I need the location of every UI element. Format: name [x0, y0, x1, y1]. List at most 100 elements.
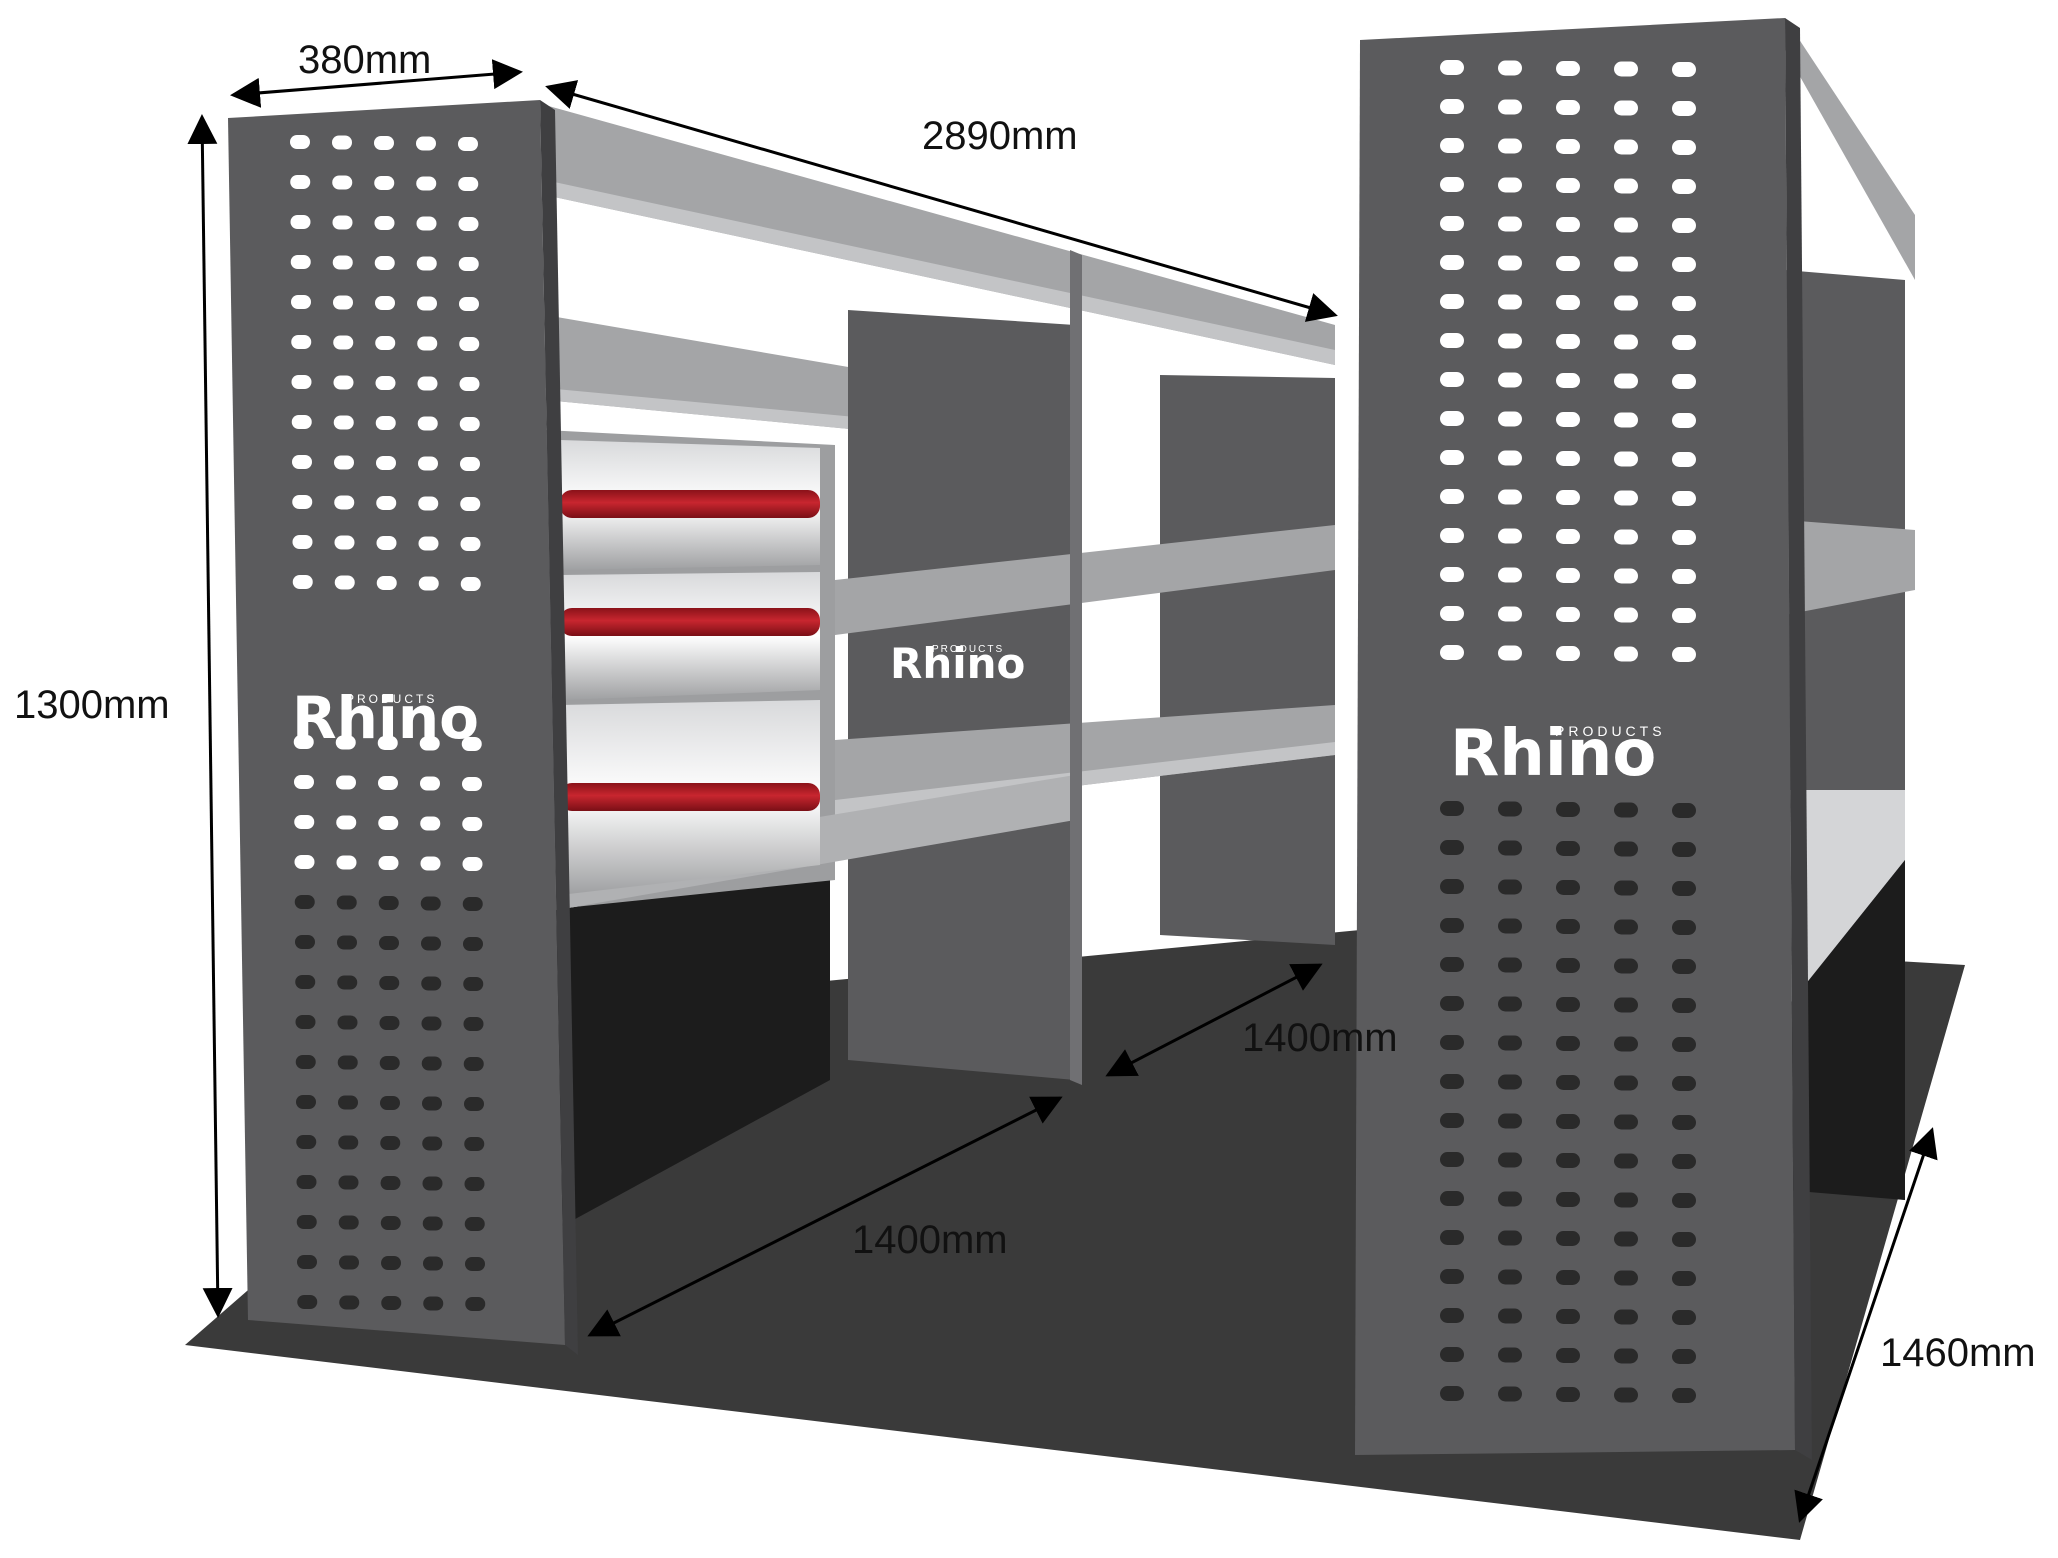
perforation-hole	[1498, 1386, 1522, 1402]
perforation-hole	[1498, 1230, 1522, 1246]
perforation-hole	[374, 256, 395, 270]
perforation-hole	[334, 455, 354, 470]
shelf-divider-post	[1070, 250, 1082, 1085]
perforation-hole	[1614, 919, 1638, 935]
perforation-hole	[1672, 179, 1696, 194]
perforation-hole	[1498, 645, 1522, 661]
perforation-hole	[334, 495, 355, 510]
perforation-hole	[1556, 373, 1580, 388]
perforation-hole	[461, 737, 482, 751]
perforation-hole	[1498, 957, 1522, 973]
perforation-hole	[1440, 1035, 1464, 1050]
perforation-hole	[1556, 802, 1580, 817]
perforation-hole	[1498, 372, 1522, 388]
perforation-hole	[1440, 177, 1464, 192]
perforation-hole	[1498, 1269, 1522, 1285]
perforation-hole	[462, 857, 483, 871]
perforation-hole	[1440, 840, 1464, 855]
perforation-hole	[1672, 218, 1696, 233]
perforation-hole	[1614, 802, 1638, 818]
perforation-hole	[1556, 568, 1580, 583]
perforation-hole	[1498, 606, 1522, 622]
drawer-handle-middle	[560, 608, 820, 636]
perforation-hole	[290, 255, 311, 269]
perforation-hole	[1440, 1386, 1464, 1401]
perforation-hole	[292, 495, 313, 509]
perforation-hole	[1672, 1271, 1696, 1286]
perforation-hole	[334, 575, 355, 590]
perforation-hole	[1672, 452, 1696, 467]
perforation-hole	[1672, 1154, 1696, 1169]
perforation-hole	[1440, 645, 1464, 660]
dim-label-aisle-rear: 1400mm	[1242, 1016, 1398, 1060]
perforation-hole	[1556, 997, 1580, 1012]
perforation-hole	[1556, 490, 1580, 505]
perforation-hole	[381, 1296, 402, 1310]
perforation-hole	[1440, 1074, 1464, 1089]
perforation-hole	[1614, 490, 1638, 506]
perforation-hole	[459, 377, 480, 391]
perforation-hole	[338, 1215, 359, 1230]
perforation-hole	[378, 816, 399, 830]
perforation-hole	[294, 895, 315, 909]
perforation-hole	[1672, 803, 1696, 818]
perforation-hole	[1440, 372, 1464, 387]
perforation-hole	[1440, 528, 1464, 543]
perforation-hole	[1440, 138, 1464, 153]
perforation-hole	[463, 1057, 484, 1071]
perforation-hole	[422, 1136, 443, 1151]
perforation-hole	[1556, 178, 1580, 193]
perforation-hole	[458, 257, 479, 271]
perforation-hole	[1498, 255, 1522, 271]
perforation-hole	[1672, 374, 1696, 389]
perforation-hole	[1440, 294, 1464, 309]
dim-label-aisle-front: 1400mm	[852, 1218, 1008, 1262]
perforation-hole	[1498, 99, 1522, 115]
perforation-hole	[1440, 879, 1464, 894]
perforation-hole	[421, 976, 442, 991]
perforation-hole	[1672, 1193, 1696, 1208]
perforation-hole	[290, 215, 311, 229]
perforation-hole	[459, 337, 480, 351]
perforation-hole	[418, 456, 438, 471]
perforation-hole	[1614, 1192, 1638, 1208]
perforation-hole	[295, 1015, 316, 1029]
dimension-lines	[187, 59, 1938, 1523]
perforation-hole	[290, 135, 310, 149]
perforation-hole	[332, 255, 353, 270]
perforation-hole	[1614, 1348, 1638, 1364]
perforation-hole	[1672, 1232, 1696, 1247]
dim-line-depth	[230, 59, 523, 108]
perforation-hole	[1498, 1308, 1522, 1324]
perforation-hole	[1440, 1152, 1464, 1167]
perforation-hole	[460, 497, 481, 511]
perforation-hole	[1556, 334, 1580, 349]
perforation-hole	[291, 295, 311, 309]
brand-tagline-mid: PRODUCTS	[932, 644, 1004, 655]
perforation-hole	[1498, 1191, 1522, 1207]
perforation-hole	[420, 856, 441, 871]
perforation-hole	[463, 977, 484, 991]
perforation-hole	[290, 175, 311, 189]
perforation-hole	[416, 176, 437, 191]
perforation-hole	[1556, 1075, 1580, 1090]
perforation-hole	[338, 1135, 359, 1150]
perforation-hole	[1498, 1152, 1522, 1168]
dim-line-aisle-front	[587, 1096, 1063, 1337]
perforation-hole	[1440, 333, 1464, 348]
perforation-hole	[1672, 647, 1696, 662]
perforation-hole	[416, 216, 437, 231]
perforation-hole	[1614, 1387, 1638, 1403]
perforation-hole	[1614, 1114, 1638, 1130]
perforation-hole	[1614, 1153, 1638, 1169]
perforation-hole	[418, 496, 439, 511]
perforation-hole	[1498, 918, 1522, 934]
perforation-hole	[1672, 608, 1696, 623]
perforation-hole	[1614, 1270, 1638, 1286]
perforation-hole	[465, 1257, 485, 1271]
perforation-hole	[337, 935, 357, 950]
perforation-hole	[332, 135, 352, 150]
right-shelving-unit	[1355, 18, 1915, 1460]
perforation-hole	[1672, 998, 1696, 1013]
perforation-hole	[1556, 1348, 1580, 1363]
